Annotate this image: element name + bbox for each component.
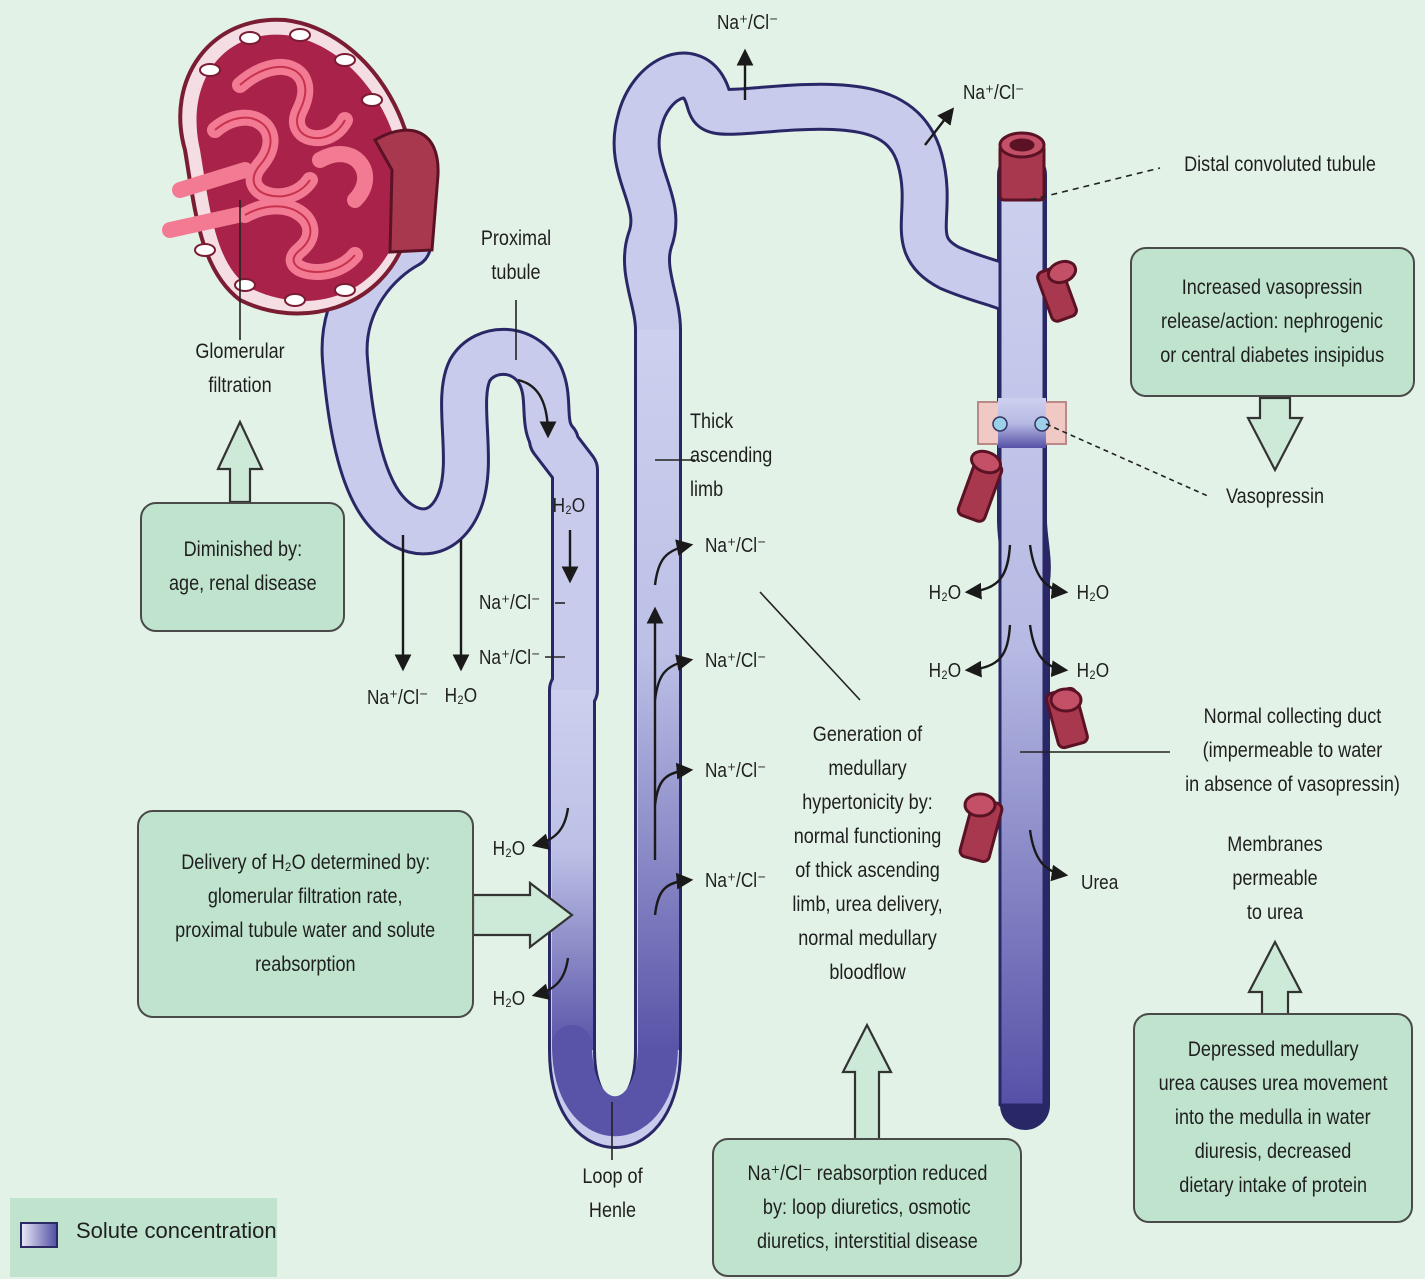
medullary-line6: limb, urea delivery,: [784, 888, 952, 922]
medullary-generation-label: Generation of medullary hypertonicity by…: [784, 718, 952, 990]
thick-ascending-limb-label: Thick ascending limb: [690, 405, 793, 507]
medullary-line7: normal medullary: [784, 922, 952, 956]
medullary-line4: normal functioning: [784, 820, 952, 854]
na-cl-ascending-4: Na⁺/Cl⁻: [705, 868, 766, 893]
medullary-line8: bloodflow: [784, 956, 952, 990]
thick-ascending-line3: limb: [690, 473, 793, 507]
depressed-urea-box: Depressed medullary urea causes urea mov…: [1133, 1013, 1413, 1223]
na-cl-ascending-1: Na⁺/Cl⁻: [705, 533, 766, 558]
urea-label: Urea: [1081, 872, 1118, 895]
diminished-box: Diminished by: age, renal disease: [140, 502, 345, 632]
water-descending-top: H₂O: [553, 495, 585, 518]
proximal-tubule-label: Proximal tubule: [468, 222, 564, 290]
na-cl-ascending-3: Na⁺/Cl⁻: [705, 758, 766, 783]
water-descending-2: H₂O: [493, 988, 525, 1011]
membranes-line1: Membranes: [1215, 828, 1335, 862]
thick-ascending-line1: Thick: [690, 405, 793, 439]
collecting-duct-line1: Normal collecting duct: [1179, 700, 1407, 734]
delivery-box: Delivery of H₂O determined by: glomerula…: [137, 810, 474, 1018]
water-descending-1: H₂O: [493, 838, 525, 861]
reabsorption-line3: diuretics, interstitial disease: [757, 1225, 978, 1259]
na-cl-top: Na⁺/Cl⁻: [717, 10, 778, 35]
na-cl-descending-1: Na⁺/Cl⁻: [479, 590, 540, 615]
water-cd-left-1: H₂O: [929, 582, 961, 605]
water-cd-right-2: H₂O: [1077, 660, 1109, 683]
medullary-line1: Generation of: [784, 718, 952, 752]
diminished-line2: age, renal disease: [169, 567, 317, 601]
legend: Solute concentration: [10, 1198, 277, 1277]
proximal-tubule-line1: Proximal: [468, 222, 564, 256]
delivery-line1: Delivery of H₂O determined by:: [181, 846, 430, 880]
depressed-line2: urea causes urea movement: [1159, 1067, 1388, 1101]
water-cd-left-2: H₂O: [929, 660, 961, 683]
loop-of-henle-line2: Henle: [567, 1194, 657, 1228]
vasopressin-box-line1: Increased vasopressin: [1182, 271, 1363, 305]
water-cd-right-1: H₂O: [1077, 582, 1109, 605]
na-cl-distal: Na⁺/Cl⁻: [963, 80, 1024, 105]
legend-label: Solute concentration: [76, 1218, 277, 1244]
delivery-line3: proximal tubule water and solute: [175, 914, 435, 948]
na-cl-proximal: Na⁺/Cl⁻: [367, 685, 428, 710]
collecting-duct-line3: in absence of vasopressin): [1179, 768, 1407, 802]
water-proximal: H₂O: [445, 685, 477, 708]
medullary-line3: hypertonicity by:: [784, 786, 952, 820]
na-cl-descending-2: Na⁺/Cl⁻: [479, 645, 540, 670]
diminished-line1: Diminished by:: [183, 533, 301, 567]
depressed-line1: Depressed medullary: [1188, 1033, 1359, 1067]
medullary-line5: of thick ascending: [784, 854, 952, 888]
delivery-line2: glomerular filtration rate,: [208, 880, 403, 914]
medullary-line2: medullary: [784, 752, 952, 786]
reabsorption-reduced-box: Na⁺/Cl⁻ reabsorption reduced by: loop di…: [712, 1138, 1022, 1277]
solute-gradient-swatch: [20, 1222, 58, 1248]
vasopressin-box-line3: or central diabetes insipidus: [1161, 339, 1385, 373]
delivery-line4: reabsorption: [255, 948, 355, 982]
distal-convoluted-tubule-label: Distal convoluted tubule: [1177, 148, 1383, 182]
loop-of-henle-line1: Loop of: [567, 1160, 657, 1194]
membranes-line3: to urea: [1215, 896, 1335, 930]
depressed-line4: diuresis, decreased: [1195, 1135, 1352, 1169]
glomerular-filtration-line1: Glomerular: [180, 335, 300, 369]
membranes-line2: permeable: [1215, 862, 1335, 896]
glomerular-filtration-label: Glomerular filtration: [180, 335, 300, 403]
glomerular-filtration-line2: filtration: [180, 369, 300, 403]
membranes-permeable-label: Membranes permeable to urea: [1215, 828, 1335, 930]
reabsorption-line2: by: loop diuretics, osmotic: [763, 1191, 971, 1225]
depressed-line3: into the medulla in water: [1175, 1101, 1371, 1135]
vasopressin-release-box: Increased vasopressin release/action: ne…: [1130, 247, 1415, 397]
reabsorption-line1: Na⁺/Cl⁻ reabsorption reduced: [747, 1157, 987, 1191]
collecting-duct-line2: (impermeable to water: [1179, 734, 1407, 768]
depressed-line5: dietary intake of protein: [1179, 1169, 1367, 1203]
thick-ascending-line2: ascending: [690, 439, 793, 473]
vasopressin-receptor: [978, 398, 1066, 448]
vasopressin-box-line2: release/action: nephrogenic: [1162, 305, 1384, 339]
vasopressin-label: Vasopressin: [1215, 480, 1335, 514]
loop-of-henle-label: Loop of Henle: [567, 1160, 657, 1228]
proximal-tubule-line2: tubule: [468, 256, 564, 290]
na-cl-ascending-2: Na⁺/Cl⁻: [705, 648, 766, 673]
normal-collecting-duct-label: Normal collecting duct (impermeable to w…: [1179, 700, 1407, 802]
